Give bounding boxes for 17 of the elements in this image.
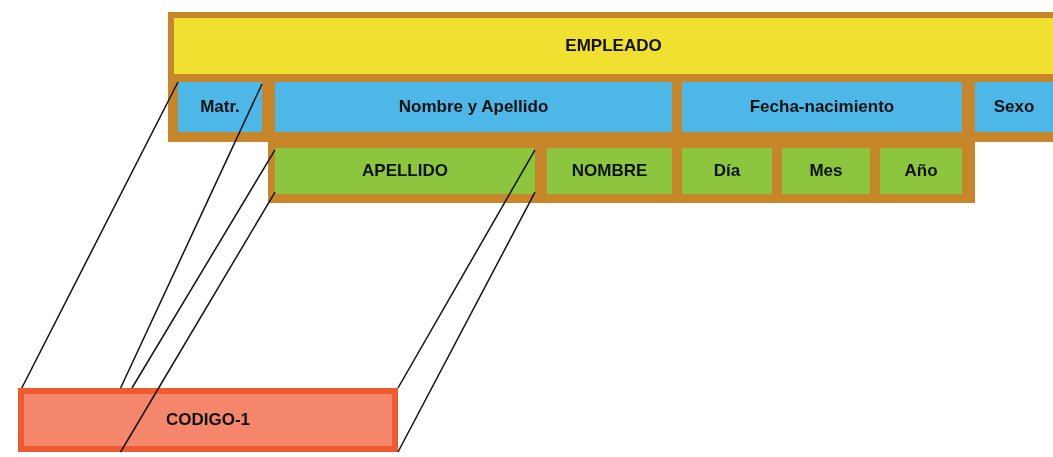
field-box: Fecha-nacimiento (682, 82, 962, 132)
leader-line (397, 191, 536, 453)
field-box: Año (880, 148, 962, 194)
field-box: NOMBRE (547, 148, 672, 194)
leader-line (397, 149, 536, 389)
field-box: APELLIDO (275, 148, 535, 194)
record-frame (168, 12, 1053, 203)
field-box: Matr. (178, 82, 262, 132)
field-box: Día (682, 148, 772, 194)
field-box: Mes (782, 148, 870, 194)
field-box: Sexo (975, 82, 1053, 132)
field-box: Nombre y Apellido (275, 82, 672, 132)
leader-line (119, 191, 276, 453)
leader-line (131, 149, 276, 389)
record-box: CODIGO-1 (18, 388, 398, 452)
leader-line (21, 81, 179, 389)
header-bar: EMPLEADO (174, 18, 1053, 74)
